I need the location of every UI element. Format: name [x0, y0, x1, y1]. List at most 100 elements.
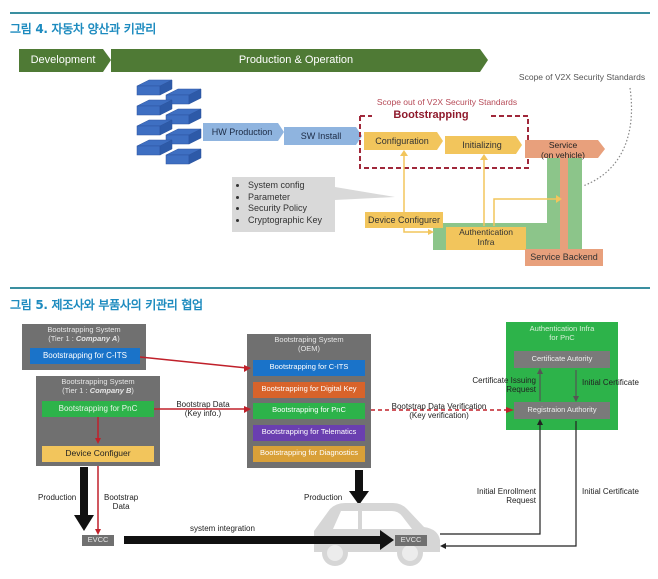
company-name: Company B [89, 385, 132, 395]
tier-prefix: (Tier 1 : [62, 385, 90, 395]
company-name: Company A [75, 333, 118, 343]
service-label-line1: Service [548, 140, 578, 150]
config-item: System config [248, 180, 322, 192]
config-item: Security Policy [248, 203, 322, 215]
component-stack-icon [136, 79, 202, 165]
verification-label: Bootstrap Data Verification (Key verific… [372, 402, 506, 420]
oem-title: Bootstraping System (OEM) [247, 335, 371, 353]
company-a-title-line2: (Tier 1 : Company A) [22, 333, 146, 344]
company-b-pnc-label: Bootstrapping for PnC [58, 404, 138, 413]
phase-development-arrow [19, 49, 111, 72]
company-b-device-configurer-label: Device Configuer [65, 448, 131, 458]
evcc-left-box [82, 535, 114, 546]
initial-certificate-bottom-label: Initial Certificate [582, 487, 639, 496]
hw-production-label: HW Production [211, 127, 273, 137]
arrowhead [440, 543, 446, 549]
section-divider [10, 12, 650, 14]
auth-infra-pnc-title: Authentication Infra for PnC [506, 324, 618, 342]
oem-module-telematics-label: Bootstrapping for Telematics [261, 427, 357, 436]
phase-development-label: Development [30, 54, 96, 66]
arrowhead [244, 406, 251, 413]
oem-module-digital-key-label: Bootstrapping for Digital Key [261, 384, 357, 393]
certificate-authority-label: Certificate Autority [531, 354, 593, 363]
v2x-scope-dotted-curve [582, 87, 633, 187]
oem-module-diagnostics [253, 446, 365, 462]
oem-module-digital-key [253, 382, 365, 398]
enrollment-lines [440, 421, 577, 547]
auth-infra-label-line2: Infra [477, 236, 495, 247]
evcc-car-box [395, 535, 427, 546]
oem-title-line1: Bootstraping System [274, 335, 344, 344]
figure-5-title: 그림 5. 제조사와 부품사의 키관리 협업 [10, 298, 203, 312]
oem-module-telematics [253, 425, 365, 441]
evcc-left-label: EVCC [87, 535, 109, 544]
config-item: Cryptographic Key [248, 215, 322, 227]
verification-line2: (Key verification) [409, 411, 469, 421]
config-items-list: System config Parameter Security Policy … [236, 180, 322, 226]
bootstrap-data2-line1: Bootstrap [104, 493, 139, 502]
production-arrow-mid-head [349, 491, 369, 505]
configurer-connectors [403, 152, 560, 233]
scope-in-label: Scope of V2X Security Standards [518, 72, 646, 82]
arrowhead [244, 365, 251, 372]
auth-infra-title-line1: Authentication Infra [529, 324, 595, 333]
evcc-car-label: EVCC [400, 535, 422, 544]
configuration-step [364, 132, 443, 150]
bootstrap-data2-label: Bootstrap Data [104, 493, 138, 511]
initial-certificate-top-label: Initial Certificate [582, 378, 639, 387]
oem-title-line2: (OEM) [297, 343, 321, 353]
bootstrap-data-line1: Bootstrap Data [176, 400, 230, 409]
production-arrow-mid-shaft [355, 470, 363, 492]
hw-production-step [203, 123, 284, 141]
auth-infra-label-line1: Authentication [459, 227, 513, 237]
cert-issuing-label: Certificate Issuing Request [452, 376, 536, 394]
config-item: Parameter [248, 192, 322, 204]
figure-4-diagram [19, 49, 633, 266]
arrowhead [95, 529, 101, 535]
bootstrapping-scope-border [359, 115, 529, 169]
registration-authority-box [514, 402, 610, 419]
production-arrow-left-shaft [80, 467, 88, 517]
arrowhead [537, 368, 543, 374]
system-integration-shaft [124, 536, 382, 544]
initializing-step [445, 136, 522, 154]
scope-out-label: Scope out of V2X Security Standards [376, 97, 518, 107]
bootstrap-data-lines [97, 356, 248, 531]
verification-line1: Bootstrap Data Verification [391, 402, 487, 411]
oem-module-cits [253, 360, 365, 376]
system-integration-label: system integration [190, 524, 255, 533]
cert-issuing-line1: Certificate Issuing [472, 376, 536, 385]
oem-module-diagnostics-label: Bootstrapping for Diagnostics [260, 448, 358, 457]
oem-module-pnc [253, 403, 365, 419]
bootstrapping-label: Bootstrapping [393, 109, 469, 121]
oem-system-box [247, 334, 371, 468]
phase-production-arrow [111, 49, 488, 72]
initializing-label: Initializing [462, 140, 502, 150]
service-backend-box [525, 249, 603, 266]
service-label-line2: (on vehicle) [541, 149, 585, 160]
arrowhead [95, 438, 101, 444]
service-backend-label: Service Backend [530, 252, 598, 262]
bootstrap-data-line2: (Key info.) [184, 409, 222, 419]
company-b-title-line2: (Tier 1 : Company B) [36, 385, 160, 396]
production-left-label: Production [38, 493, 77, 502]
arrowhead [573, 396, 579, 402]
certificate-authority-box [514, 351, 610, 368]
sw-install-step [284, 127, 362, 145]
config-items-callout [232, 177, 395, 232]
company-b-device-configurer [42, 446, 154, 462]
ca-ra-arrows [539, 370, 577, 401]
company-a-cits-label: Bootstrapping for C-ITS [42, 351, 128, 360]
device-configurer-label: Device Configurer [367, 215, 441, 225]
vehicle-wheel [327, 545, 343, 561]
bootstrap-data2-line2: Data [112, 502, 130, 512]
sw-install-label: SW Install [300, 131, 342, 141]
service-backend-stem [560, 152, 568, 250]
arrowheads [400, 150, 562, 235]
device-configurer-box [365, 212, 443, 228]
authentication-infra-box [446, 227, 526, 250]
tier-suffix: ) [131, 385, 134, 395]
initial-enrollment-line2: Request [506, 496, 536, 506]
company-b-title-line1: Bootstrapping System [61, 377, 135, 386]
